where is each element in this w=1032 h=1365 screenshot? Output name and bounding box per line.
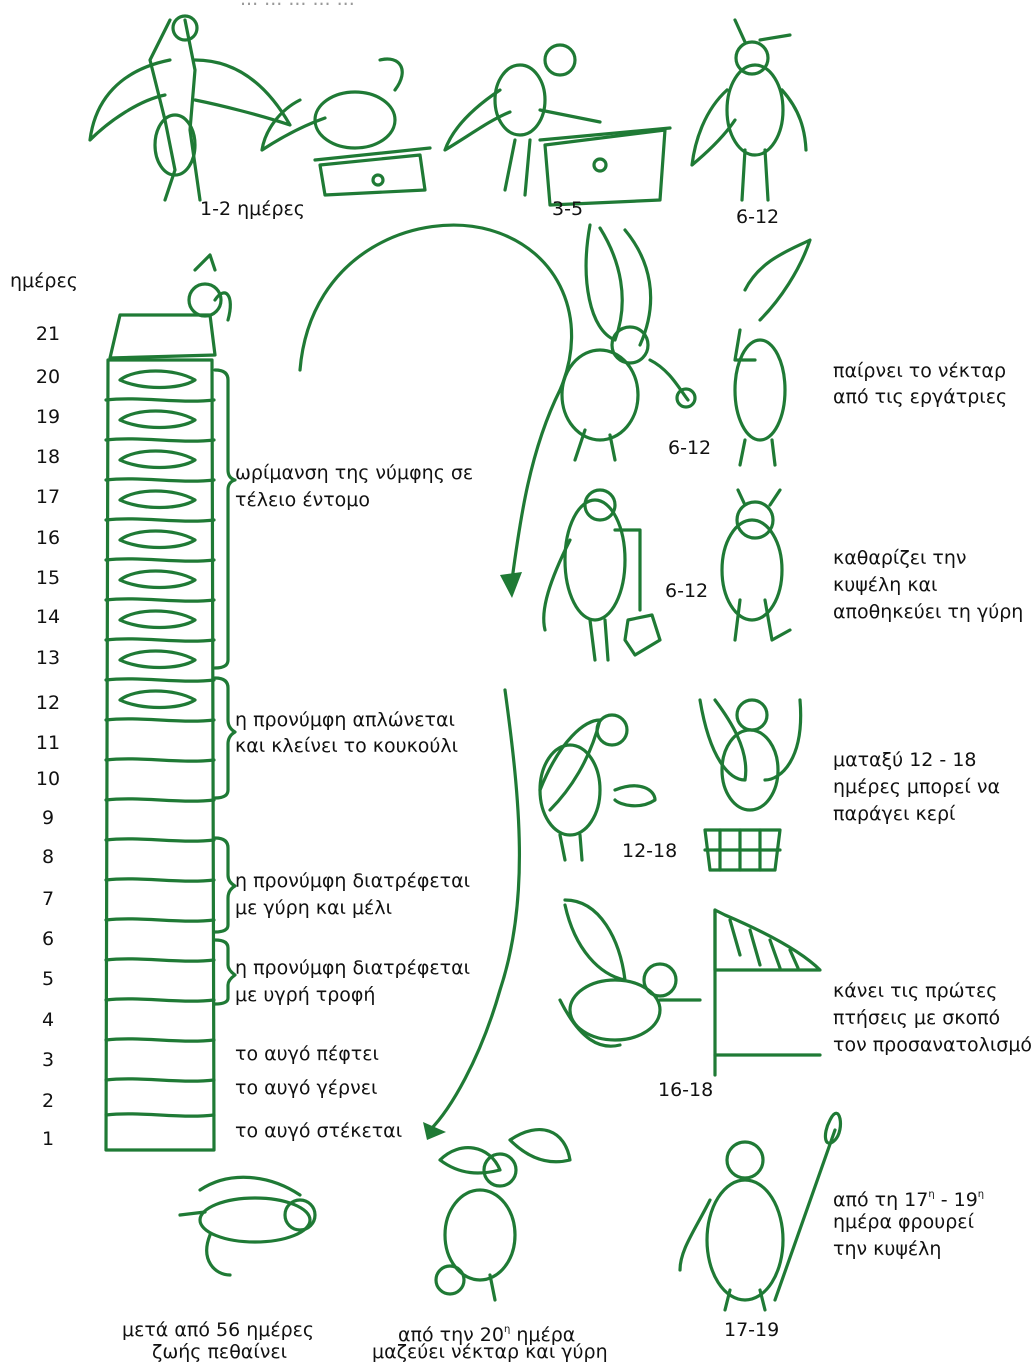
- r1-text-line2: από τις εργάτριες: [833, 384, 1007, 410]
- pupa-in-cell: [120, 571, 195, 588]
- r4-text-line1: κάνει τις πρώτες: [833, 978, 997, 1004]
- day-number: 7: [18, 888, 78, 910]
- day-number: 19: [18, 406, 78, 428]
- comb-cell-divider: [106, 559, 214, 561]
- day-number: 21: [18, 323, 78, 345]
- top-label-6-12: 6-12: [736, 204, 779, 230]
- r5-text-a: από τη 17: [833, 1189, 928, 1211]
- comb-cell-divider: [106, 999, 214, 1001]
- bee-illustration-cleaning-cell: [90, 16, 290, 200]
- comb-cell-divider: [106, 919, 214, 921]
- bee-illustration-warming-brood: [262, 59, 430, 195]
- r2-text-line2: κυψέλη και: [833, 572, 937, 598]
- day-number: 9: [18, 807, 78, 829]
- r3-text-line3: παράγει κερί: [833, 801, 956, 827]
- bee-illustration-orientation-flight: [560, 900, 820, 1075]
- pupa-in-cell: [120, 371, 195, 388]
- r3-text-line2: ημέρες μπορεί να: [833, 774, 1000, 800]
- note-egg-falls: το αυγό πέφτει: [235, 1041, 379, 1067]
- note-liquid-food-line2: με υγρή τροφή: [235, 982, 375, 1008]
- day-number: 10: [18, 768, 78, 790]
- comb-cell-divider: [106, 439, 214, 441]
- comb-cell-divider: [106, 399, 214, 401]
- brood-comb-cells: [106, 255, 230, 1150]
- bee-illustration-guard: [680, 1113, 840, 1310]
- r5-text-line3: την κυψέλη: [833, 1236, 941, 1262]
- note-egg-stands: το αυγό στέκεται: [235, 1118, 402, 1144]
- r4-days: 16-18: [658, 1077, 713, 1103]
- bee-illustration-cleaning-hive: [544, 490, 790, 660]
- r5-text-line2: ημέρα φρουρεί: [833, 1209, 974, 1235]
- bee-illustration-forager: [436, 1130, 570, 1300]
- bee-illustration-feeding-larvae: [445, 45, 670, 205]
- note-egg-leans: το αυγό γέρνει: [235, 1075, 377, 1101]
- day-number: 1: [18, 1128, 78, 1150]
- r1-days: 6-12: [668, 435, 711, 461]
- pupa-in-cell: [120, 491, 195, 508]
- r2-text-line1: καθαρίζει την: [833, 545, 967, 571]
- r1-text-line1: παίρνει το νέκταρ: [833, 358, 1006, 384]
- day-number: 5: [18, 968, 78, 990]
- comb-cell-divider: [106, 479, 214, 481]
- comb-cell-divider: [106, 759, 214, 761]
- forager-text-line2: μαζεύει νέκταρ και γύρη: [372, 1339, 608, 1365]
- bee-illustration-dead-bee: [180, 1177, 315, 1275]
- day-number: 16: [18, 527, 78, 549]
- day-number: 12: [18, 692, 78, 714]
- comb-cell-divider: [106, 1114, 214, 1116]
- note-maturation-line2: τέλειο έντομο: [235, 487, 370, 513]
- note-liquid-food-line1: η προνύμφη διατρέφεται: [235, 955, 470, 981]
- r2-text-line3: αποθηκεύει τη γύρη: [833, 599, 1023, 625]
- day-number: 4: [18, 1009, 78, 1031]
- comb-cell-divider: [106, 679, 214, 681]
- r5-days: 17-19: [724, 1317, 779, 1343]
- note-pollen-honey-line2: με γύρη και μέλι: [235, 895, 392, 921]
- bee-illustration-receiving-nectar: [562, 225, 810, 465]
- day-number: 13: [18, 647, 78, 669]
- comb-cell-divider: [106, 1039, 214, 1041]
- pupa-in-cell: [120, 651, 195, 668]
- comb-cell-divider: [106, 599, 214, 601]
- r5-text-b: - 19: [935, 1189, 978, 1211]
- r4-text-line3: τον προσανατολισμό: [833, 1032, 1032, 1058]
- comb-cell-divider: [106, 639, 214, 641]
- r3-text-line1: ματαξύ 12 - 18: [833, 747, 977, 773]
- note-pollen-honey-line1: η προνύμφη διατρέφεται: [235, 868, 470, 894]
- day-number: 8: [18, 846, 78, 868]
- r4-text-line2: πτήσεις με σκοπό: [833, 1005, 1000, 1031]
- comb-cell-divider: [106, 799, 214, 801]
- pupa-in-cell: [120, 691, 195, 708]
- day-number: 15: [18, 567, 78, 589]
- comb-cell-divider: [106, 519, 214, 521]
- note-cocoon-line2: και κλείνει το κουκούλι: [235, 733, 458, 759]
- note-cocoon-line1: η προνύμφη απλώνεται: [235, 707, 455, 733]
- day-number: 14: [18, 606, 78, 628]
- pupa-in-cell: [120, 611, 195, 628]
- days-header: ημέρες: [10, 268, 78, 294]
- comb-cell-divider: [106, 839, 214, 841]
- pupa-in-cell: [120, 531, 195, 548]
- top-label-3-5: 3-5: [552, 196, 583, 222]
- day-number: 18: [18, 446, 78, 468]
- day-number: 6: [18, 928, 78, 950]
- day-number: 17: [18, 486, 78, 508]
- day-number: 20: [18, 366, 78, 388]
- day-number: 11: [18, 732, 78, 754]
- bee-illustration-nurse: [692, 20, 806, 200]
- r3-days: 12-18: [622, 838, 677, 864]
- r2-days: 6-12: [665, 578, 708, 604]
- death-text-line2: ζωής πεθαίνει: [152, 1339, 287, 1365]
- comb-cell-divider: [106, 1079, 214, 1081]
- r5-sup2: η: [978, 1189, 984, 1200]
- top-label-1-2: 1-2 ημέρες: [200, 196, 305, 222]
- day-number: 3: [18, 1049, 78, 1071]
- pupa-in-cell: [120, 411, 195, 428]
- note-maturation-line1: ωρίμανση της νύμφης σε: [235, 460, 473, 486]
- comb-cell-divider: [106, 879, 214, 881]
- day-number: 2: [18, 1090, 78, 1112]
- pupa-in-cell: [120, 451, 195, 468]
- comb-cell-divider: [106, 719, 214, 721]
- comb-cell-divider: [106, 959, 214, 961]
